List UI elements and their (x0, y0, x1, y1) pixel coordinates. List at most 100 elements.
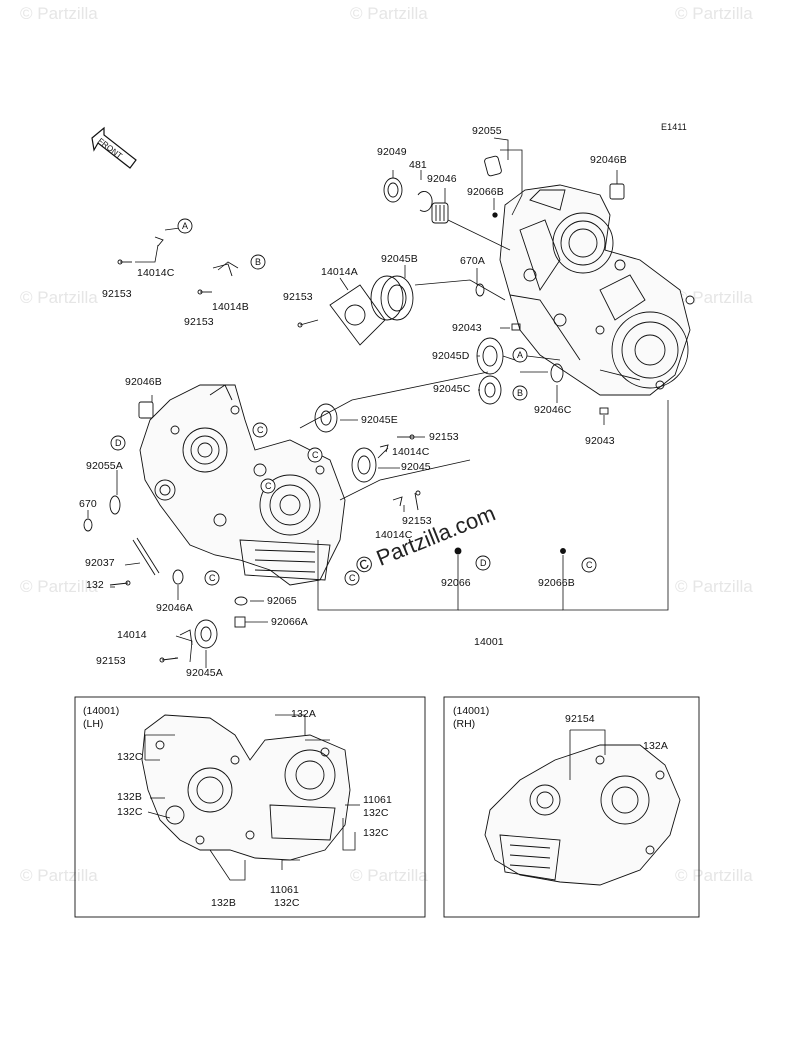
rh-box-title-line1: (14001) (453, 705, 490, 717)
bearing-92045E (314, 403, 338, 433)
callout-92153: 92153 (184, 316, 214, 328)
callout-14014: 14014 (117, 629, 147, 641)
oring-92055 (484, 155, 502, 177)
watermark: © Partzilla (20, 4, 98, 23)
left-crankcase-drawing (139, 384, 346, 586)
callout-92153: 92153 (102, 288, 132, 300)
callout-92066B: 92066B (538, 577, 575, 589)
ref-letter: D (480, 558, 487, 568)
lh-callout-11061: 11061 (363, 794, 392, 806)
plug-92066A (234, 616, 246, 628)
cover-14014C-c (392, 496, 403, 507)
callout-14014B: 14014B (212, 301, 249, 313)
dowel-92043-b (599, 407, 609, 415)
plug-132 (109, 580, 131, 586)
callout-92037: 92037 (85, 557, 115, 569)
callout-92045C: 92045C (433, 383, 471, 395)
washer-92065 (234, 596, 248, 606)
ref-letter: B (517, 388, 524, 398)
dowel-92066B (560, 548, 566, 554)
callout-92066B: 92066B (467, 186, 504, 198)
lh-callout-132B: 132B (117, 791, 142, 803)
watermark: © Partzilla (675, 577, 753, 596)
bolt-92153-a (297, 319, 319, 328)
rh-detail-box (443, 696, 700, 918)
watermark: © Partzilla (675, 288, 753, 307)
bearing-92049 (383, 177, 403, 203)
callout-92046: 92046 (427, 173, 457, 185)
callout-132: 132 (86, 579, 104, 591)
cover-14014B (212, 263, 233, 277)
dowel-92037 (132, 537, 160, 576)
rh-box-title-line2: (RH) (453, 718, 476, 730)
lh-callout-132B: 132B (211, 897, 236, 909)
bolt-92153-e (397, 434, 415, 440)
watermark: © Partzilla (20, 577, 98, 596)
callout-14014C: 14014C (137, 267, 175, 279)
callout-670: 670 (79, 498, 97, 510)
callout-92046C: 92046C (534, 404, 572, 416)
lh-callout-132C: 132C (117, 806, 143, 818)
lh-case-detail (141, 714, 351, 861)
oring-670 (83, 518, 93, 532)
callout-92043: 92043 (452, 322, 482, 334)
callout-92055: 92055 (472, 125, 502, 137)
seal-92046C (550, 363, 564, 383)
seal-92046A (172, 569, 184, 585)
callout-92065: 92065 (267, 595, 297, 607)
watermark: © Partzilla (20, 288, 98, 307)
ref-letter: C (209, 573, 216, 583)
ref-letter: D (115, 438, 122, 448)
callout-14014C: 14014C (392, 446, 430, 458)
callout-92153: 92153 (429, 431, 459, 443)
ref-letter: C (257, 425, 264, 435)
ref-letter: C (312, 450, 319, 460)
bracket-14014 (179, 629, 193, 646)
bolt-92153-c (197, 289, 212, 295)
callout-481: 481 (409, 159, 427, 171)
bolt-92153-b (117, 259, 132, 265)
diagram-code: E1411 (661, 122, 687, 132)
callout-14014A: 14014A (321, 266, 358, 278)
cover-14014C-b (379, 444, 389, 453)
lh-callout-11061: 11061 (270, 884, 299, 896)
ref-letter: C (586, 560, 593, 570)
lh-callout-132C: 132C (363, 827, 389, 839)
oring-670A (475, 283, 485, 297)
callout-92153: 92153 (96, 655, 126, 667)
callout-92066: 92066 (441, 577, 471, 589)
needle-bearing-92046 (431, 202, 449, 224)
lh-box-title-line1: (14001) (83, 705, 120, 717)
leader-lines (87, 137, 669, 668)
callout-14001: 14001 (474, 636, 504, 648)
lh-box-title-line2: (LH) (83, 718, 104, 730)
watermark: © Partzilla (675, 866, 753, 885)
dowel-92066 (454, 547, 462, 555)
bearing-92045C (478, 375, 502, 405)
watermark: © Partzilla (350, 866, 428, 885)
bearing-92045D (476, 337, 504, 375)
callout-92046B: 92046B (590, 154, 627, 166)
callout-92046A: 92046A (156, 602, 193, 614)
bolt-92153-f (414, 490, 421, 511)
bearing-92046B-right (609, 183, 625, 200)
ref-letter: B (255, 257, 262, 267)
lh-leader-lines (144, 714, 360, 881)
rh-case-detail (484, 744, 681, 886)
watermark: © Partzilla (675, 4, 753, 23)
ref-letter: A (182, 221, 189, 231)
callout-92045E: 92045E (361, 414, 398, 426)
reference-circles (110, 218, 597, 586)
dowel-92043-a (511, 323, 521, 331)
callout-92046B: 92046B (125, 376, 162, 388)
callout-92045A: 92045A (186, 667, 223, 679)
circlip-481 (417, 191, 433, 212)
front-arrow-icon (91, 126, 137, 169)
dowel-92066B-top (492, 212, 498, 218)
lh-callout-132A: 132A (291, 708, 316, 720)
lh-callout-132C: 132C (117, 751, 143, 763)
ref-letter: C (349, 573, 356, 583)
callout-92153: 92153 (402, 515, 432, 527)
